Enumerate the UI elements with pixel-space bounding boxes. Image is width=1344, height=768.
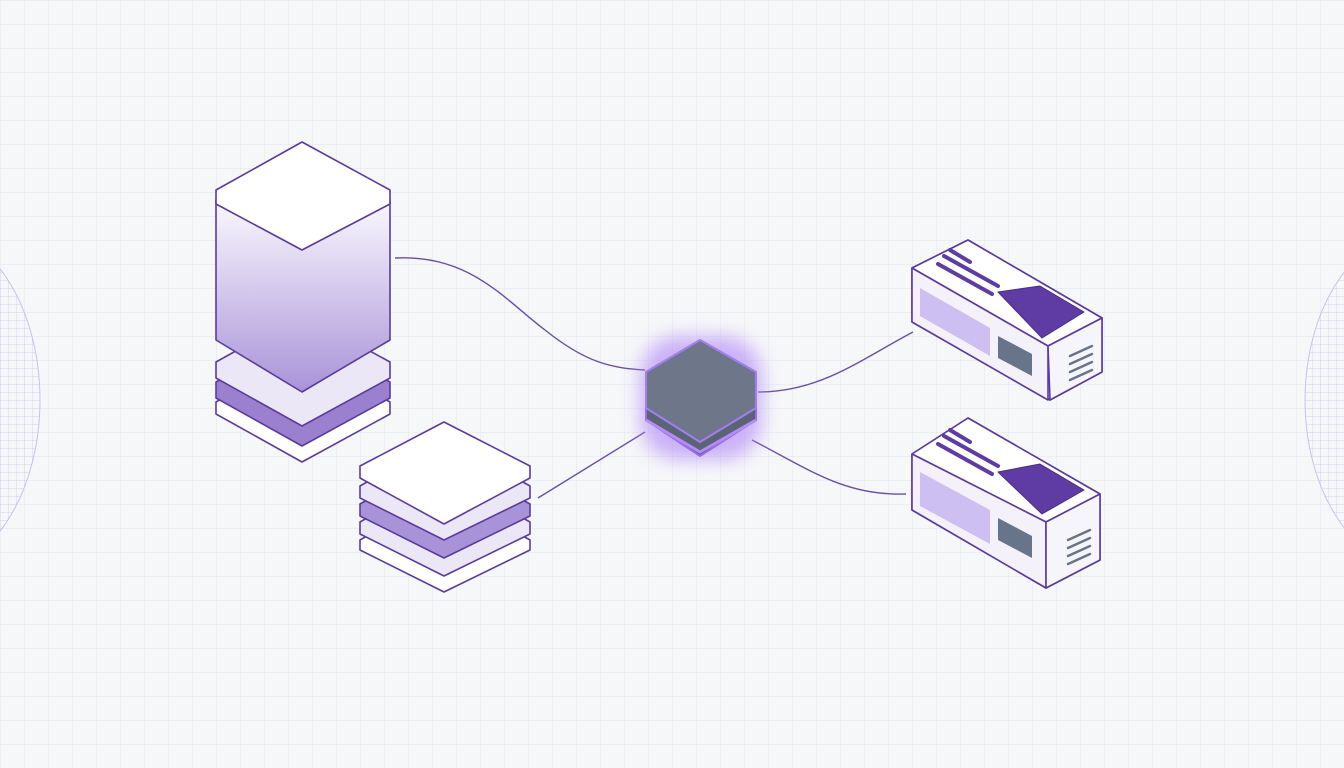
layer-stack-icon	[359, 421, 531, 593]
central-hub-node	[640, 336, 762, 460]
edge-layer-stack-hub	[537, 431, 646, 499]
server-unit-icon	[911, 417, 1101, 589]
mesh-sphere-right-icon	[1304, 271, 1344, 529]
layer-stack-node	[359, 421, 531, 593]
server-bottom-node	[911, 417, 1101, 589]
edge-hub-server-bottom	[751, 439, 907, 495]
edge-tall-storage-hub	[394, 257, 646, 371]
hub-node-icon	[645, 339, 757, 457]
server-top-node	[911, 239, 1103, 401]
server-unit-icon	[911, 239, 1103, 401]
edge-hub-server-top	[757, 331, 914, 393]
connectors	[394, 257, 914, 499]
mesh-sphere-left-icon	[0, 268, 41, 532]
tall-storage-node	[215, 141, 391, 463]
database-tower-icon	[215, 141, 391, 393]
